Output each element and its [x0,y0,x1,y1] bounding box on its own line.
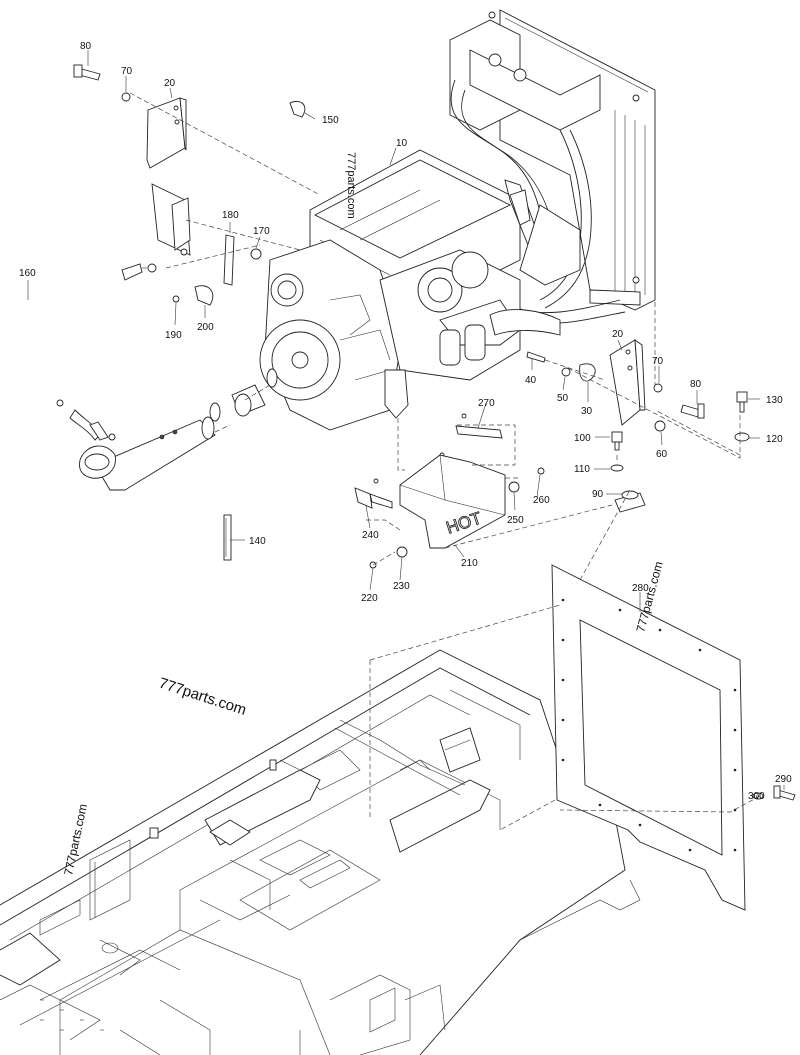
watermark-left: 777parts.com [61,803,90,877]
callout-290: 290 [775,774,792,785]
watermark-center: 777parts.com [157,675,249,719]
callout-280: 280 [632,583,649,594]
callout-130: 130 [766,395,783,406]
callout-10: 10 [396,138,408,149]
bracket-20-right [609,339,646,426]
radiator-assembly [449,9,656,324]
callout-240: 240 [362,530,379,541]
callout-100: 100 [574,433,591,444]
callout-90: 90 [592,489,604,500]
callout-210: 210 [461,558,478,569]
chassis-frame [0,649,641,1055]
callout-300: 300 [748,791,765,802]
heat-shield-210 [399,454,506,549]
mounting-panel-280 [551,564,746,911]
callout-70-right: 70 [652,356,664,367]
callout-120: 120 [766,434,783,445]
callout-40: 40 [525,375,537,386]
callout-170: 170 [253,226,270,237]
callout-80-top: 80 [80,41,92,52]
watermark-engine: 777parts.com [345,152,357,219]
callout-30: 30 [581,406,593,417]
fasteners [73,64,796,801]
callout-110: 110 [574,464,590,475]
callout-60: 60 [656,449,668,460]
bracket-20-left [146,97,187,169]
callout-160: 160 [19,268,36,279]
callout-80-right: 80 [690,379,702,390]
callout-190: 190 [165,330,182,341]
callout-260: 260 [533,495,550,506]
callout-20-right: 20 [612,329,624,340]
callout-150: 150 [322,115,339,126]
callout-leaders [27,50,785,799]
callout-50: 50 [557,393,569,404]
callout-20-left: 20 [164,78,176,89]
callout-230: 230 [393,581,410,592]
callout-200: 200 [197,322,214,333]
engine-block [259,149,581,471]
callout-270: 270 [478,398,495,409]
callout-250: 250 [507,515,524,526]
callout-70-top: 70 [121,66,133,77]
assembly-lines [129,92,761,831]
bracket-upper-plate [121,183,191,281]
callout-140: 140 [249,536,266,547]
intake-tube [56,368,278,491]
pipe-160 [8,290,125,403]
callout-labels: 80 70 20 150 10 180 170 160 190 200 20 7… [19,41,792,802]
callout-180: 180 [222,210,239,221]
callout-220: 220 [361,593,378,604]
